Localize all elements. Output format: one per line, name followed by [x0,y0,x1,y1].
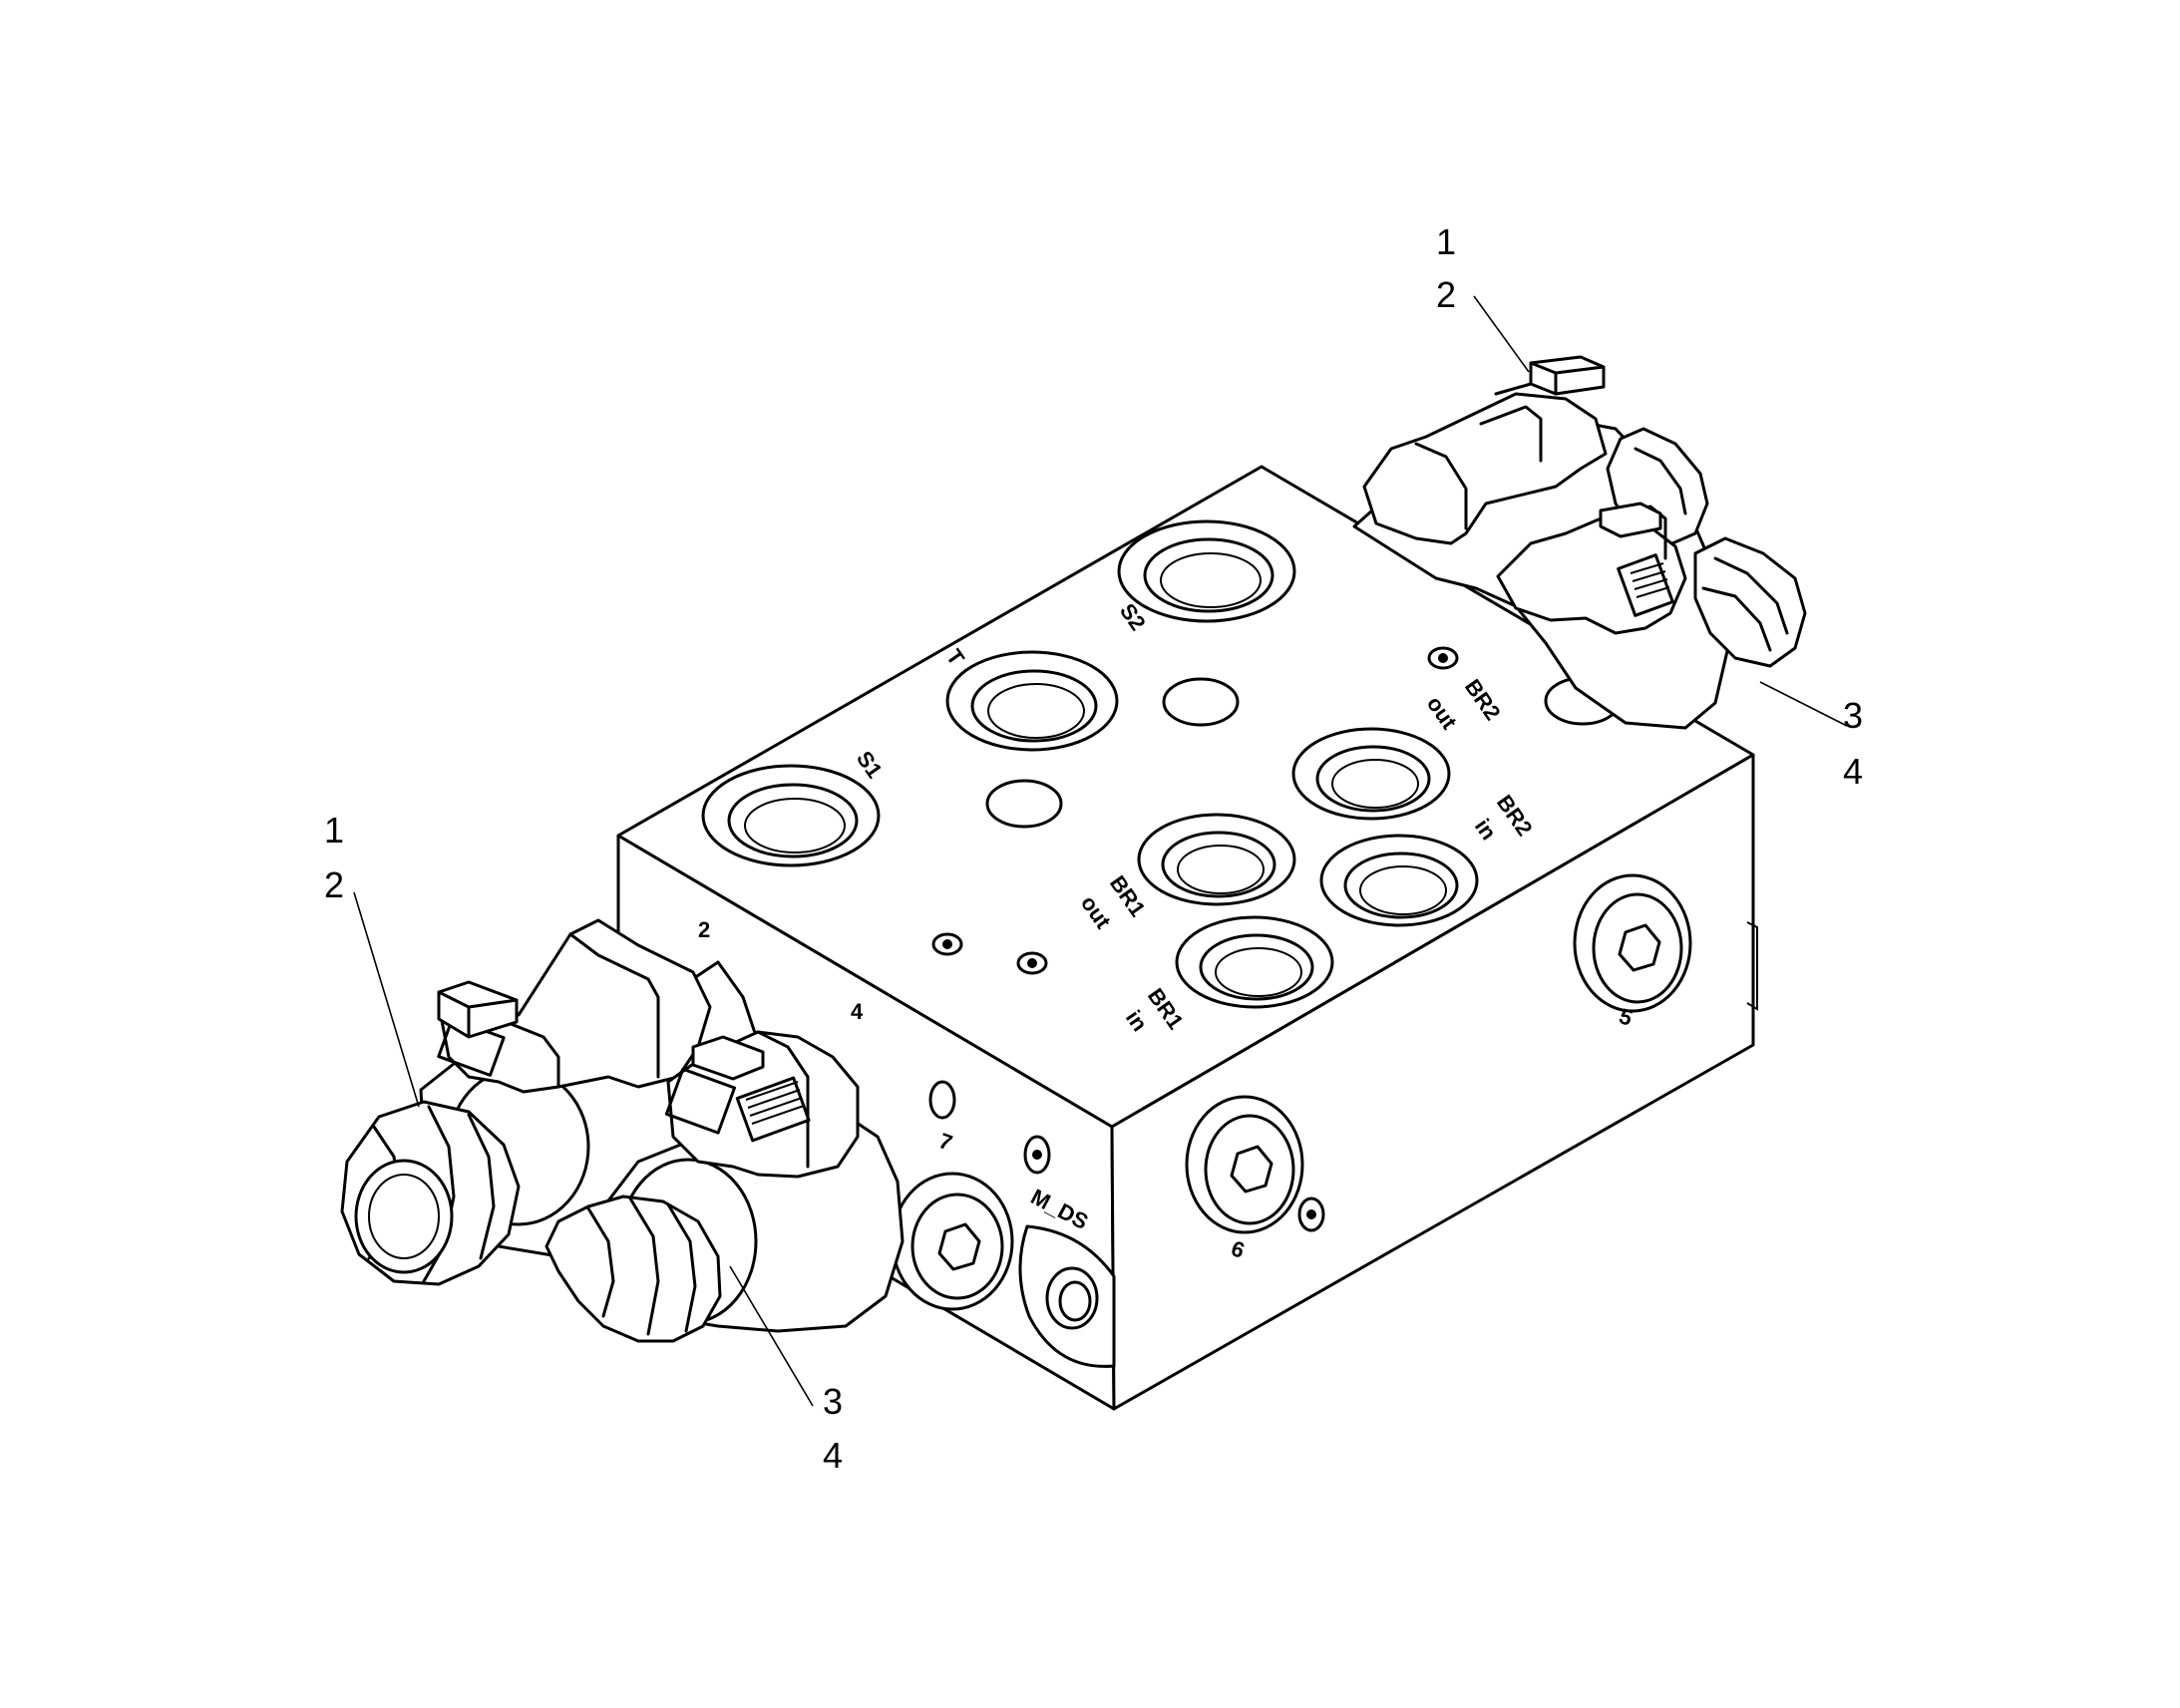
callout-left-2: 2 [324,864,344,905]
label-port-4: 4 [851,999,864,1024]
blind-holes [931,646,1622,975]
port-s2 [1117,519,1296,623]
callout-left-4: 4 [823,1435,843,1476]
port-s1 [701,764,881,867]
leader-lines [353,295,1848,1407]
plug-6 [1185,1095,1325,1234]
callout-right-3: 3 [1843,695,1863,736]
port-br2-out [1291,727,1451,821]
callout-left-1: 1 [324,810,344,851]
callout-left-3: 3 [823,1381,843,1422]
callouts: 1 2 3 4 1 2 3 4 [324,221,1863,1476]
callout-right-2: 2 [1436,274,1456,315]
top-ports [701,519,1622,1009]
label-port-2: 2 [698,917,710,942]
side-plugs [891,873,1692,1368]
plug-7 [891,1172,1014,1311]
port-br1-out [1137,813,1296,906]
callout-right-1: 1 [1436,221,1456,262]
port-br2-in [1319,834,1479,927]
port-t [945,650,1119,752]
solenoid-valve-left [340,918,905,1343]
port-m-ds [1018,1224,1116,1368]
plug-5 [1573,873,1692,1013]
solenoid-valve-right [1352,355,1807,730]
port-br1-in [1175,915,1334,1009]
manifold-block [616,465,1758,1411]
callout-right-4: 4 [1843,751,1863,792]
